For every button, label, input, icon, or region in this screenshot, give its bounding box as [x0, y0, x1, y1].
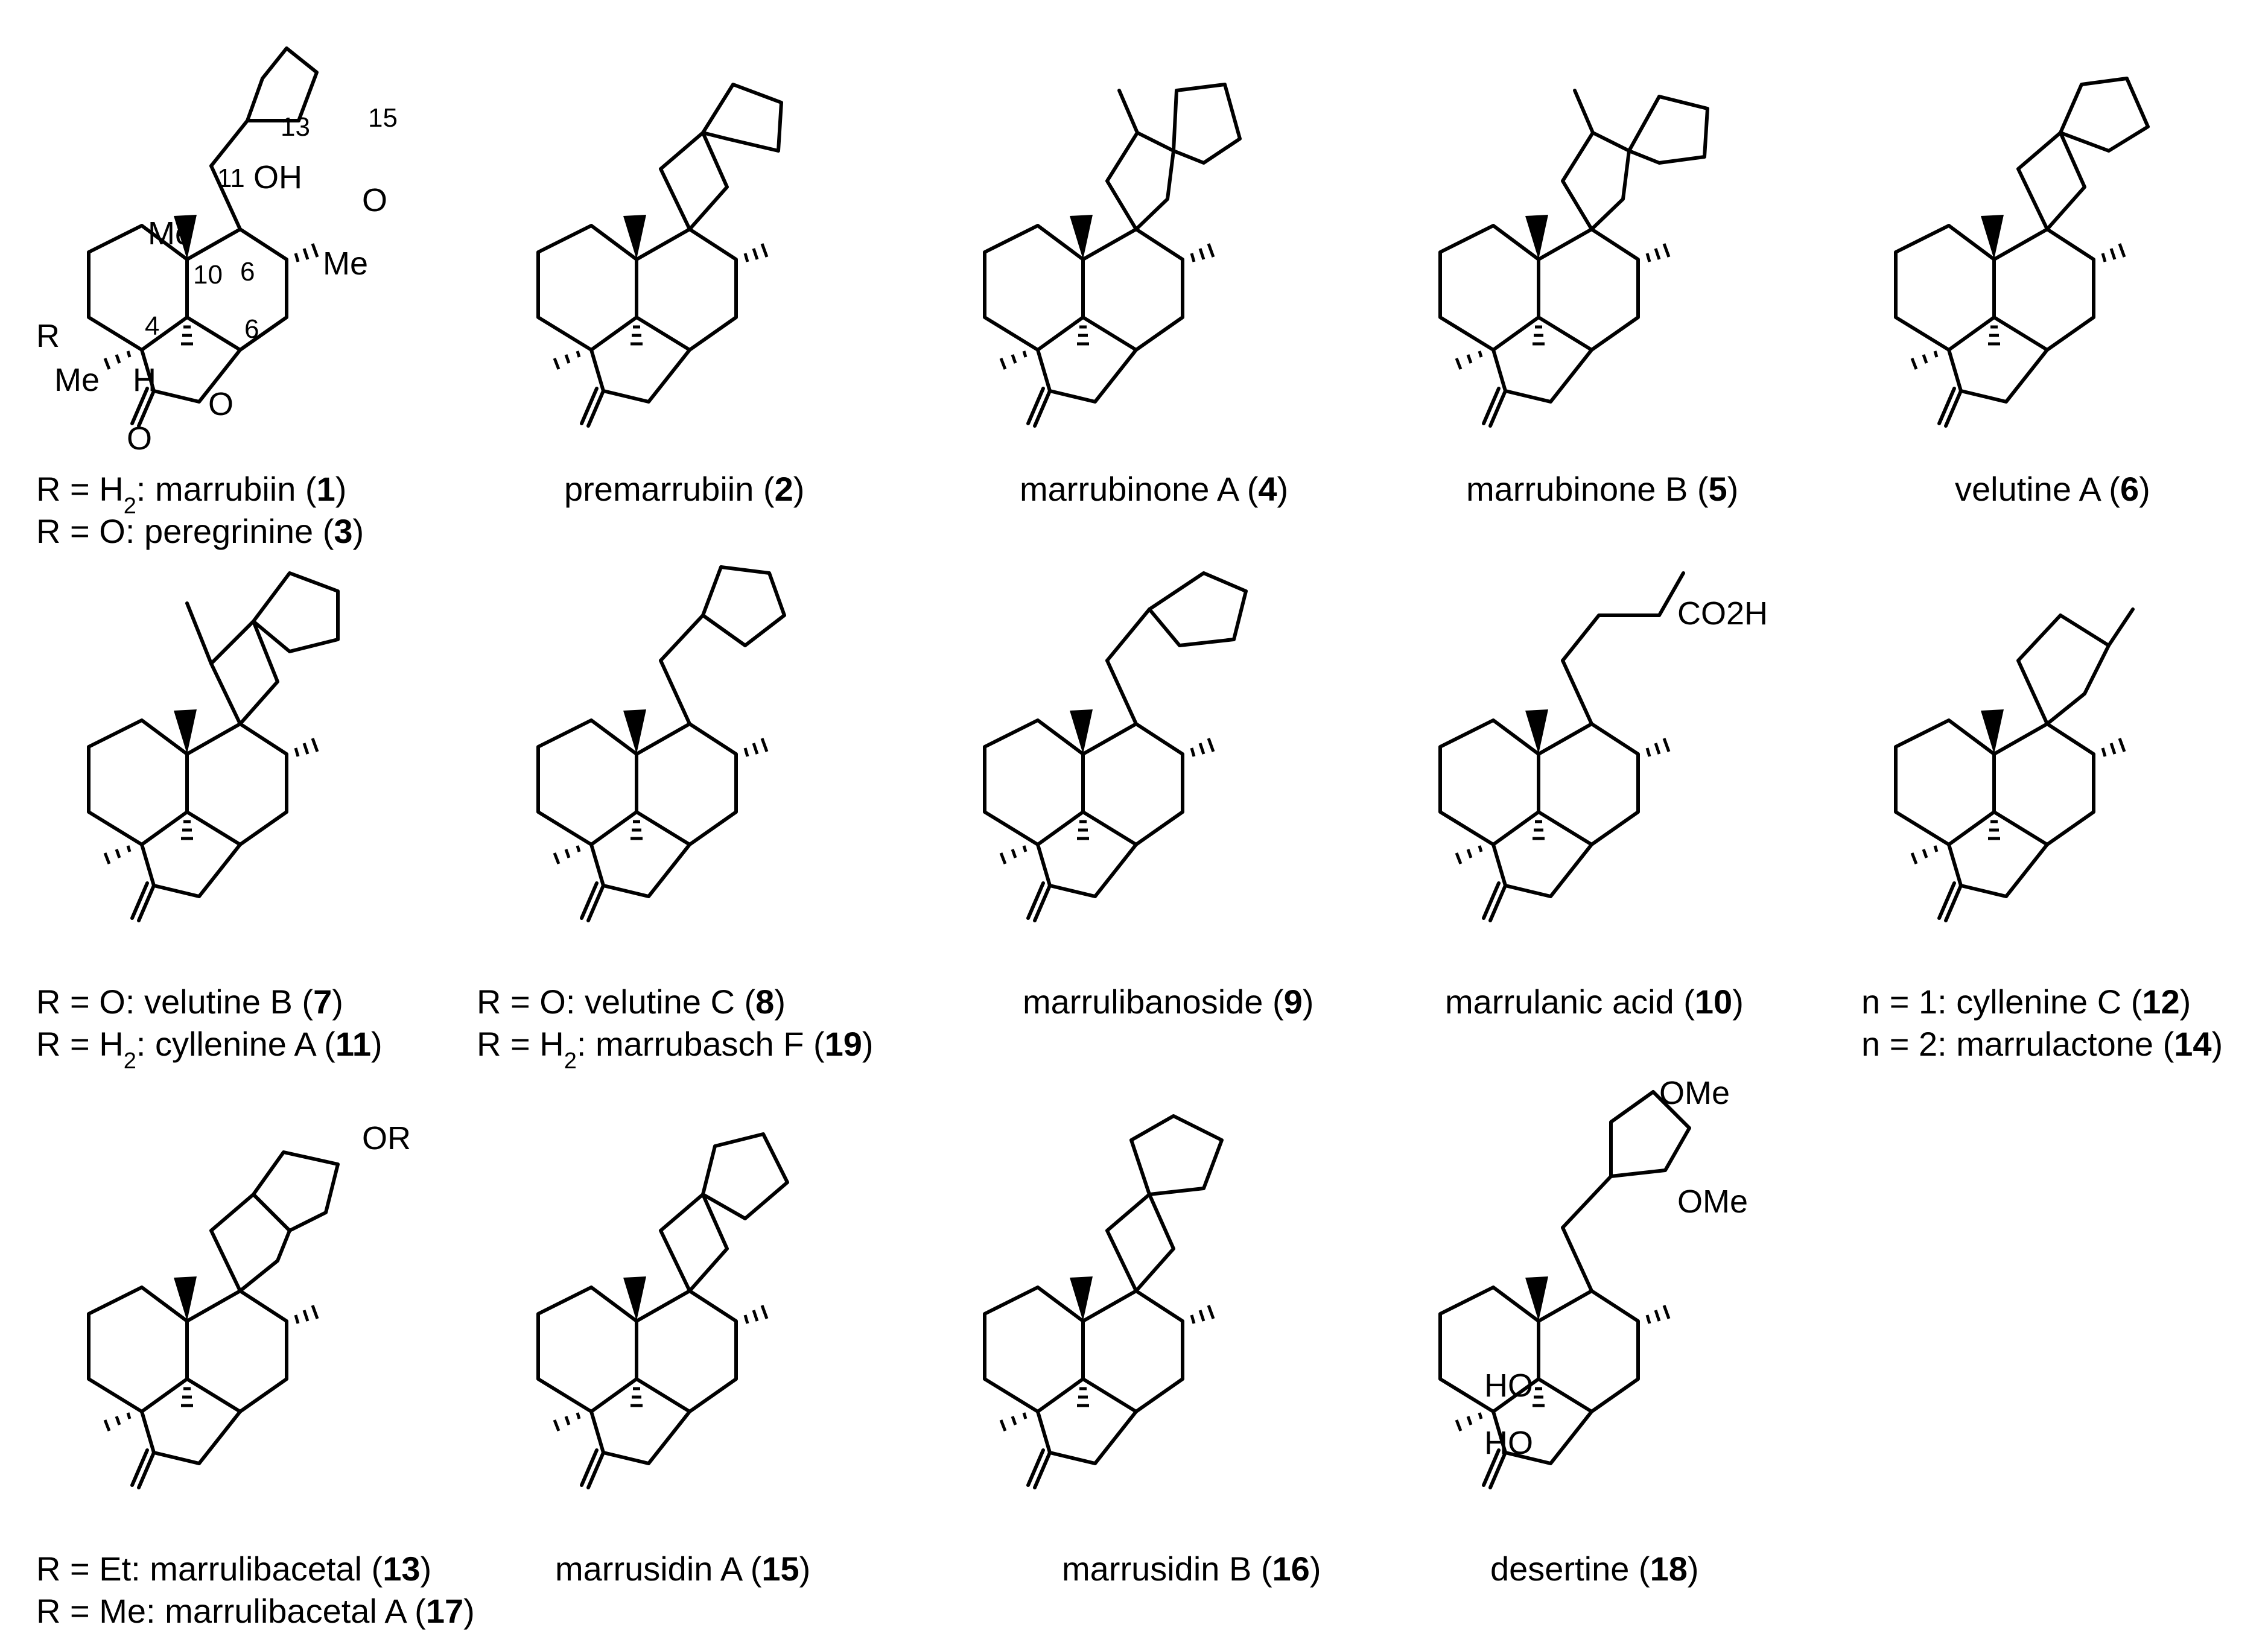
structure-marrulibanoside — [985, 571, 1248, 921]
caption-13: R = Et: marrulibacetal (13) — [36, 1550, 431, 1588]
locant-numbers: 10 6 4 6 11 13 15 — [145, 103, 398, 344]
caption-7: R = O: velutine B (7) — [36, 983, 343, 1021]
structure-cyllenine-c — [1896, 607, 2135, 921]
locant: 6 — [240, 257, 255, 287]
caption-9: marrulibanoside (9) — [1023, 983, 1313, 1021]
caption-10: marrulanic acid (10) — [1445, 983, 1744, 1021]
atom-h: H — [133, 362, 156, 398]
caption-5: marrubinone B (5) — [1466, 470, 1738, 508]
atom-co2h: CO2H — [1677, 595, 1768, 632]
structure-marrubiin — [89, 46, 317, 426]
structure-velutine-b — [89, 571, 340, 921]
locant: 13 — [281, 112, 310, 142]
atom-me: Me — [148, 215, 193, 252]
atom-o: O — [208, 386, 233, 422]
caption-8: R = O: velutine C (8) — [477, 983, 786, 1021]
caption-2: premarrubiin (2) — [564, 470, 804, 508]
structure-marrulibacetal — [89, 1150, 340, 1488]
locant: 10 — [193, 260, 223, 290]
caption-11: R = H2: cyllenine A (11) — [36, 1025, 383, 1074]
structure-marrubinone-a — [985, 83, 1242, 426]
atom-ome: OMe — [1677, 1184, 1748, 1220]
atom-r: R — [36, 318, 60, 354]
caption-1: R = H2: marrubiin (1) — [36, 470, 346, 519]
atom-me: Me — [323, 246, 368, 282]
structure-marrusidin-b — [985, 1114, 1224, 1488]
caption-19: R = H2: marrubasch F (19) — [477, 1025, 874, 1074]
structure-marrulanic-acid — [1440, 571, 1685, 921]
caption-15: marrusidin A (15) — [555, 1550, 810, 1588]
locant: 15 — [368, 103, 398, 133]
structure-velutine-a — [1896, 77, 2150, 426]
caption-18: desertine (18) — [1490, 1550, 1699, 1588]
atom-ho: HO — [1484, 1425, 1533, 1461]
atom-o: O — [127, 420, 152, 457]
atom-o: O — [362, 182, 387, 218]
caption-16: marrusidin B (16) — [1062, 1550, 1321, 1588]
locant: 6 — [244, 314, 259, 344]
locant: 4 — [145, 311, 159, 341]
caption-6: velutine A (6) — [1955, 470, 2150, 508]
structure-velutine-c — [538, 565, 786, 921]
locant: 11 — [217, 163, 245, 193]
atom-or: OR — [362, 1120, 411, 1156]
caption-3: R = O: peregrinine (3) — [36, 512, 364, 550]
caption-14: n = 2: marrulactone (14) — [1861, 1025, 2223, 1063]
structure-premarrubiin — [538, 83, 783, 426]
structure-desertine — [1440, 1090, 1691, 1488]
caption-12: n = 1: cyllenine C (12) — [1861, 983, 2191, 1021]
structure-marrubinone-b — [1440, 89, 1709, 426]
caption-4: marrubinone A (4) — [1020, 470, 1288, 508]
atom-ho: HO — [1484, 1368, 1533, 1404]
captions: R = H2: marrubiin (1) R = O: peregrinine… — [36, 470, 2223, 1630]
atom-ome: OMe — [1659, 1075, 1730, 1111]
atom-oh: OH — [253, 159, 302, 195]
caption-17: R = Me: marrulibacetal A (17) — [36, 1592, 475, 1630]
structure-marrusidin-a — [538, 1132, 789, 1488]
atom-labels: Me OH Me O R Me H O O HO HO OMe OMe OR C… — [36, 159, 1768, 1461]
atom-me: Me — [54, 362, 100, 398]
